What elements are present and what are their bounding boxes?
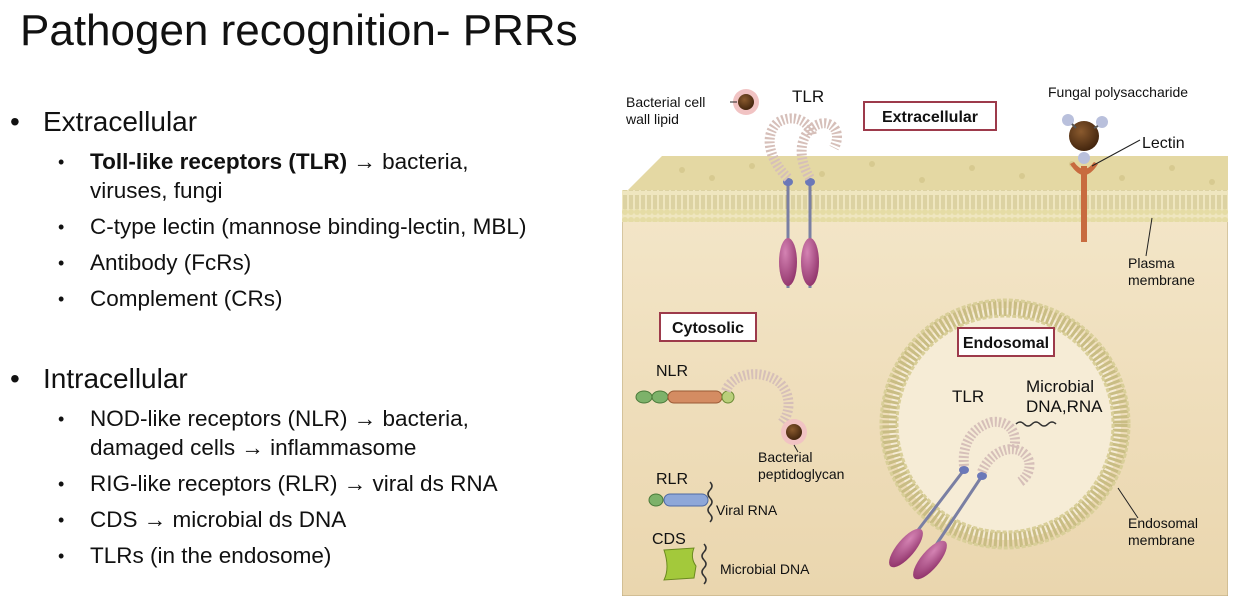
arrow-icon: → — [343, 471, 367, 496]
bullet-dot: • — [58, 217, 65, 237]
arrow-icon: → — [241, 435, 264, 460]
cytosolic-box — [659, 312, 757, 342]
label-endosomal-membrane-2: membrane — [1128, 532, 1195, 548]
inflammasome-text: inflammasome — [263, 435, 417, 460]
arrow-icon: → — [143, 507, 167, 532]
microbial-nucleic-acid — [1015, 421, 1057, 427]
fungal-polysaccharide — [1062, 114, 1108, 164]
label-tlr-endosomal: TLR — [952, 387, 984, 406]
tlrs-endosome-text: TLRs (in the endosome) — [90, 543, 332, 568]
label-microbial-dna: Microbial DNA — [720, 561, 810, 577]
cds-text: CDS — [90, 507, 144, 532]
tlr-bold-text: Toll-like receptors (TLR) — [90, 149, 348, 174]
bullet-dot: • — [58, 409, 65, 429]
label-nlr: NLR — [656, 363, 688, 380]
label-plasma-membrane-1: Plasma — [1128, 255, 1175, 271]
ctype-lectin-text: C-type lectin (mannose binding-lectin, M… — [90, 214, 527, 239]
endosome — [879, 298, 1131, 550]
tlr-surface-receptor — [764, 113, 842, 288]
prr-diagram: Bacterial cell wall lipid TLR Extracellu… — [622, 78, 1228, 596]
bullet-dot: • — [10, 106, 20, 137]
label-microbial-dna-rna-1: Microbial — [1026, 377, 1094, 396]
label-viral-rna: Viral RNA — [716, 502, 778, 518]
tlr-text: bacteria, — [375, 149, 469, 174]
slide-title: Pathogen recognition- PRRs — [20, 6, 578, 55]
tlr-continuation-text: viruses, fungi — [90, 178, 223, 203]
label-bacterial-cell-wall-lipid-2: wall lipid — [625, 111, 679, 127]
arrow-icon: → — [353, 149, 376, 174]
label-lectin: Lectin — [1142, 135, 1185, 152]
label-tlr-top: TLR — [792, 87, 824, 106]
label-cds: CDS — [652, 531, 686, 548]
lectin-receptor — [1070, 162, 1098, 242]
nlr-receptor — [635, 369, 794, 427]
nlr-text: NOD-like receptors (NLR) — [90, 406, 354, 431]
cds-target-text: microbial ds DNA — [166, 507, 347, 532]
heading-intracellular: Intracellular — [43, 363, 188, 394]
antibody-text: Antibody (FcRs) — [90, 250, 252, 275]
label-endosomal-membrane-1: Endosomal — [1128, 515, 1198, 531]
bullet-dot: • — [58, 289, 65, 309]
label-microbial-dna-rna-2: DNA,RNA — [1026, 397, 1103, 416]
heading-extracellular: Extracellular — [43, 106, 198, 137]
label-endosomal-box: Endosomal — [963, 335, 1049, 352]
bullet-dot: • — [58, 474, 65, 494]
bacterial-peptidoglycan — [781, 419, 807, 445]
cds-sensor — [663, 543, 707, 585]
bacterial-cell-wall-lipid — [730, 89, 759, 115]
label-bacterial-cell-wall-lipid-1: Bacterial cell — [626, 94, 705, 110]
label-fungal-polysaccharide: Fungal polysaccharide — [1048, 84, 1188, 100]
label-bacterial-peptidoglycan-2: peptidoglycan — [758, 466, 844, 482]
bullet-dot: • — [58, 152, 65, 172]
label-cytosolic-box: Cytosolic — [672, 320, 744, 337]
label-plasma-membrane-2: membrane — [1128, 272, 1195, 288]
endosomal-box — [957, 327, 1055, 357]
label-bacterial-peptidoglycan-1: Bacterial — [758, 449, 812, 465]
rlr-receptor — [648, 481, 713, 523]
bullet-dot: • — [58, 253, 65, 273]
bullet-dot: • — [58, 510, 65, 530]
nlr-target-text: bacteria, — [376, 406, 469, 431]
tlr-endosomal-receptor — [889, 416, 1035, 580]
extracellular-box — [863, 101, 997, 131]
arrow-icon: → — [353, 406, 377, 431]
label-rlr: RLR — [656, 471, 688, 488]
nlr-continuation-text: damaged cells — [90, 435, 242, 460]
rlr-text: RIG-like receptors (RLR) — [90, 471, 344, 496]
bullet-dot: • — [10, 363, 20, 394]
plasma-membrane — [622, 190, 1228, 222]
bullet-dot: • — [58, 546, 65, 566]
complement-text: Complement (CRs) — [90, 286, 283, 311]
label-extracellular-box: Extracellular — [882, 109, 978, 126]
rlr-target-text: viral ds RNA — [366, 471, 498, 496]
